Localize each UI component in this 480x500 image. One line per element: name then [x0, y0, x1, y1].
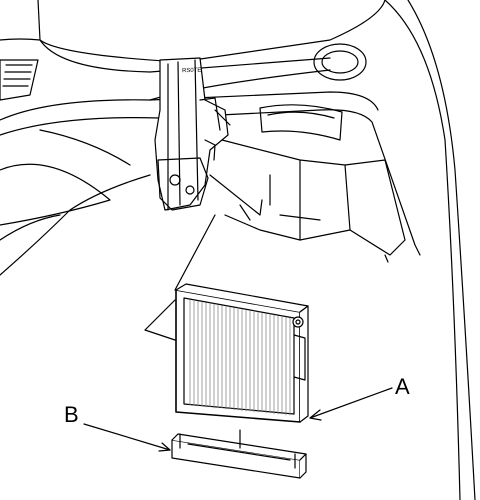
callout-leader-a	[309, 387, 393, 421]
callout-label-b: B	[64, 402, 79, 427]
filter-tray	[171, 429, 307, 479]
callout-leader-b	[83, 423, 171, 452]
glovebox-opening	[259, 104, 343, 141]
cabin-air-filter	[175, 283, 309, 423]
speaker-grille	[313, 43, 367, 81]
hvac-housing	[154, 57, 263, 221]
housing-part-stamp: RS0TE	[182, 68, 202, 75]
glovebox-cavity	[221, 139, 406, 263]
filter-pleats	[189, 299, 291, 416]
lower-dash-panel	[0, 129, 151, 276]
callout-label-a: A	[395, 374, 410, 399]
left-air-vent	[0, 59, 39, 101]
insertion-guide-lines	[144, 214, 216, 341]
